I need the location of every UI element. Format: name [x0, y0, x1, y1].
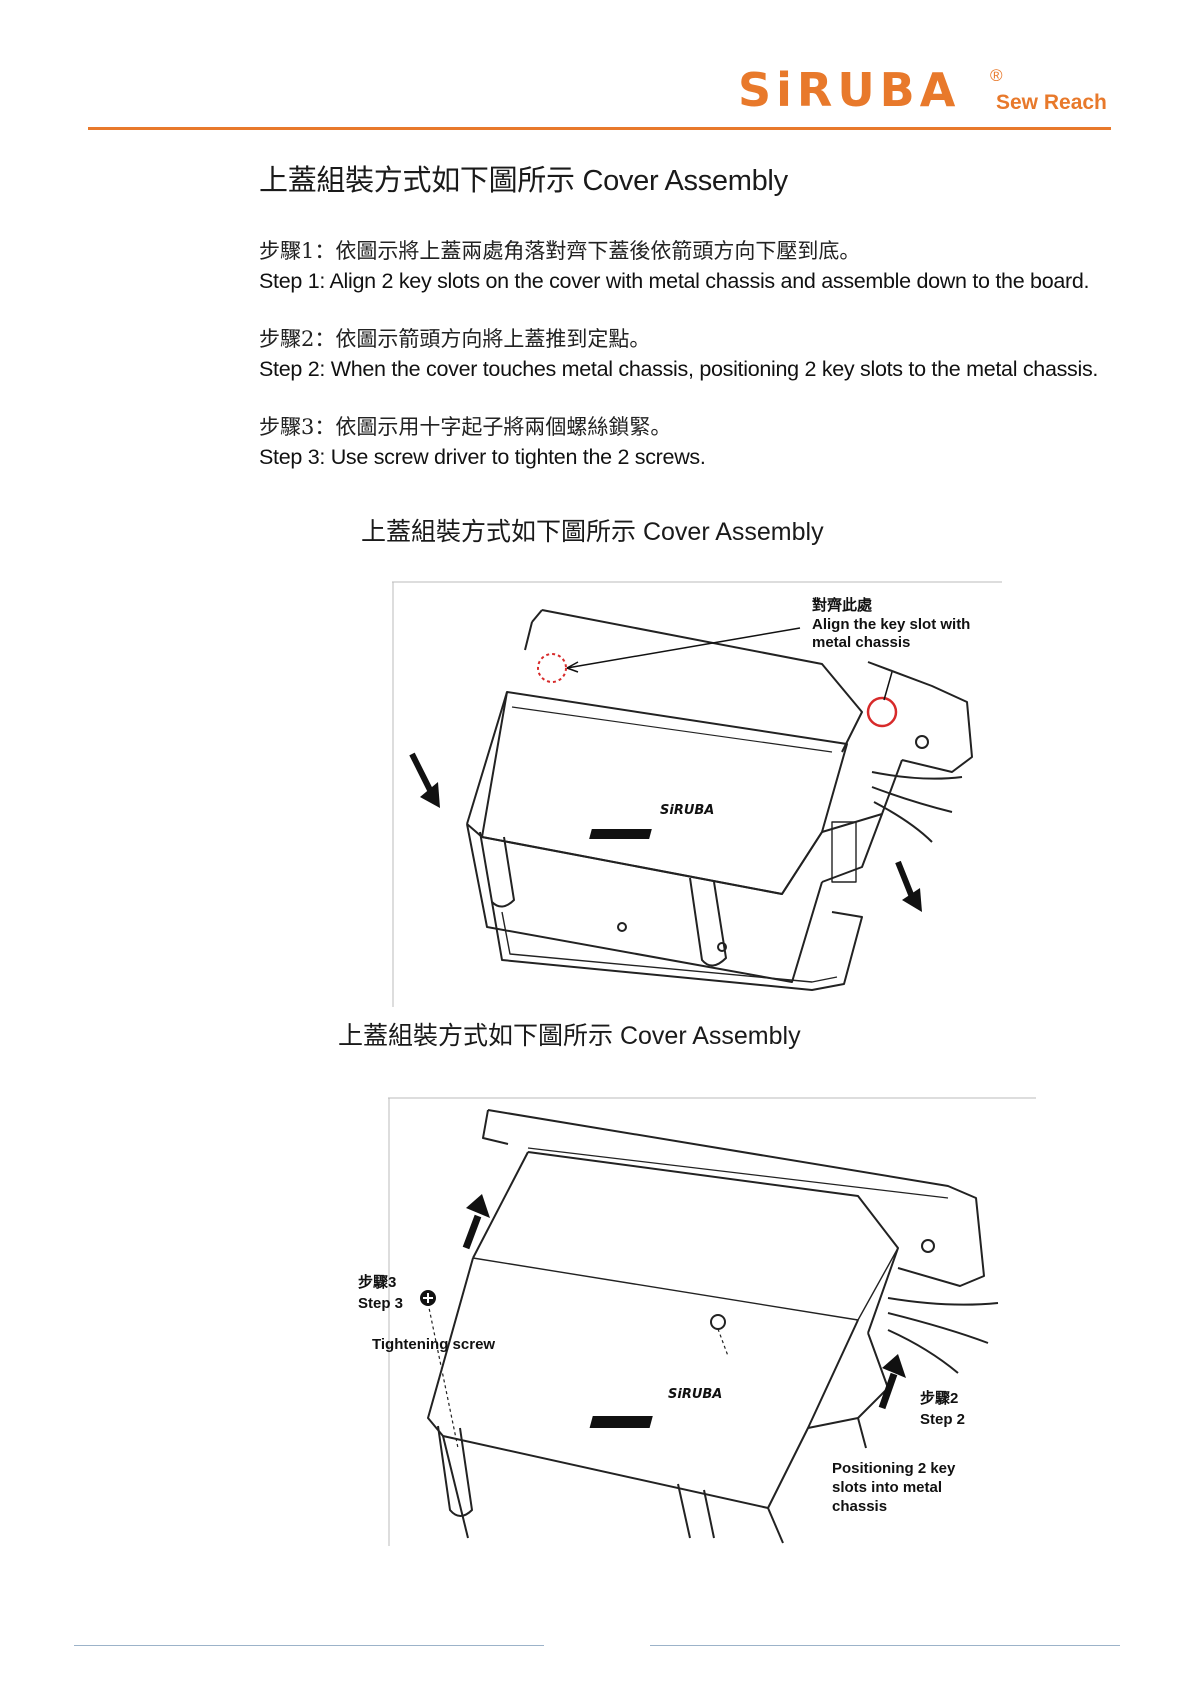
step-1: 步驟1：依圖示將上蓋兩處角落對齊下蓋後依箭頭方向下壓到底。 Step 1: Al…: [259, 236, 1090, 296]
figure-2-title-en: Cover Assembly: [619, 1022, 801, 1050]
figure-2: SiRUBA 步驟3 Step 3 Tightening screw 步驟2 S…: [358, 1097, 1038, 1548]
device-logo: SiRUBA: [668, 1387, 722, 1402]
step-3-label-zh: 步驟3: [358, 1274, 396, 1291]
figure-2-drawing: SiRUBA 步驟3 Step 3 Tightening screw 步驟2 S…: [358, 1097, 1036, 1546]
brand-name: SiRUBA: [738, 63, 961, 117]
step-3-zh: 步驟3：依圖示用十字起子將兩個螺絲鎖緊。: [259, 415, 672, 439]
figure-2-title-zh: 上蓋組裝方式如下圖所示: [338, 1021, 614, 1050]
figure-1-drawing: SiRUBA 對齊此處 Align the key slot with meta…: [392, 581, 1002, 1007]
header-rule: [88, 127, 1111, 130]
arrow-icon: [878, 1354, 906, 1410]
circle-highlight-icon: [866, 696, 898, 728]
step-3-en: Step 3: Use screw driver to tighten the …: [259, 445, 706, 469]
page-title: 上蓋組裝方式如下圖所示 Cover Assembly: [259, 165, 788, 197]
positioning-label-line3: chassis: [832, 1498, 887, 1515]
callout-en-line1: Align the key slot with: [812, 616, 970, 633]
callout-en-line2: metal chassis: [812, 634, 910, 651]
footer-rule-right: [650, 1645, 1120, 1646]
registered-mark: ®: [990, 66, 1003, 85]
brand-tagline: Sew Reach: [996, 91, 1107, 114]
step-2-label-zh: 步驟2: [920, 1390, 958, 1407]
callout-zh: 對齊此處: [812, 596, 873, 614]
device-logo: SiRUBA: [660, 803, 714, 818]
figure-2-title: 上蓋組裝方式如下圖所示 Cover Assembly: [338, 1020, 801, 1052]
step-2-en: Step 2: When the cover touches metal cha…: [259, 357, 1099, 381]
figure-1-title-zh: 上蓋組裝方式如下圖所示: [361, 517, 637, 546]
step-3: 步驟3：依圖示用十字起子將兩個螺絲鎖緊。 Step 3: Use screw d…: [259, 412, 706, 472]
circle-highlight-icon: [537, 653, 567, 683]
screw-icon: [420, 1290, 436, 1306]
arrow-icon: [462, 1194, 490, 1250]
positioning-label-line2: slots into metal: [832, 1479, 942, 1496]
step-3-label-en: Step 3: [358, 1295, 403, 1312]
step-2: 步驟2：依圖示箭頭方向將上蓋推到定點。 Step 2: When the cov…: [259, 324, 1098, 384]
arrow-icon: [409, 752, 440, 808]
step-2-label-en: Step 2: [920, 1411, 965, 1428]
figure-1-title: 上蓋組裝方式如下圖所示 Cover Assembly: [361, 516, 824, 548]
arrow-icon: [895, 860, 922, 912]
positioning-label-line1: Positioning 2 key: [832, 1460, 956, 1477]
step-2-zh: 步驟2：依圖示箭頭方向將上蓋推到定點。: [259, 327, 651, 351]
tightening-screw-label: Tightening screw: [372, 1336, 495, 1353]
step-1-zh: 步驟1：依圖示將上蓋兩處角落對齊下蓋後依箭頭方向下壓到底。: [259, 239, 861, 263]
step-1-en: Step 1: Align 2 key slots on the cover w…: [259, 269, 1090, 293]
figure-1: SiRUBA 對齊此處 Align the key slot with meta…: [392, 581, 1004, 1010]
figure-1-title-en: Cover Assembly: [642, 518, 824, 546]
footer-rule-left: [74, 1645, 544, 1646]
brand-logo: SiRUBA ® Sew Reach: [738, 64, 1118, 124]
